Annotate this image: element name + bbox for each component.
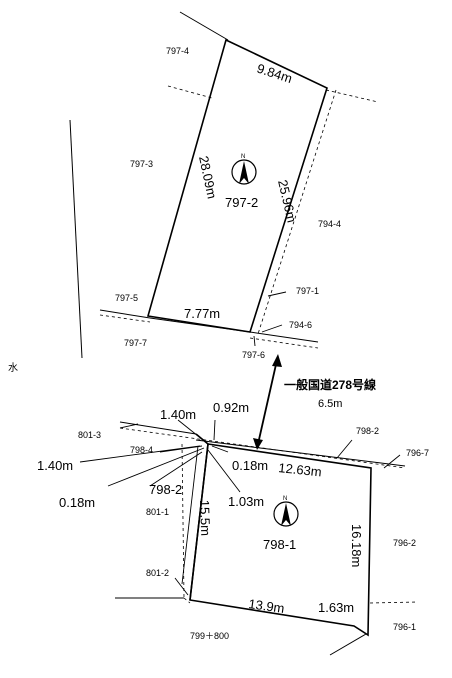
neighbor-label-794-6: 794-6 [289,320,312,330]
road-width-arrow [253,354,282,450]
neighbor-label-796-2: 796-2 [393,538,416,548]
svg-text:N: N [241,154,245,160]
neighbor-boundaries-upper [69,11,379,359]
dimension-1-40-left: 1.40m [37,458,73,473]
north-arrow-icon: N [231,154,257,185]
road-name: 一般国道278号線 [284,377,376,392]
dimension-16-18: 16.18m [349,524,364,567]
neighbor-label-798-2-top: 798-2 [356,426,379,436]
neighbor-label-797-5: 797-5 [115,293,138,303]
dimension-12-63: 12.63m [278,460,323,479]
water-label: 水 [8,362,18,374]
neighbor-label-797-3: 797-3 [130,159,153,169]
dimension-1-40-top: 1.40m [160,407,196,422]
dimension-0-18-left: 0.18m [59,495,95,510]
dimension-13-9: 13.9m [248,596,286,616]
dimension-0-18-right: 0.18m [232,458,268,473]
neighbor-label-797-1: 797-1 [296,286,319,296]
neighbor-label-801-2: 801-2 [146,568,169,578]
neighbor-label-801-3: 801-3 [78,430,101,440]
dimension-7-77: 7.77m [184,306,220,321]
neighbor-label-797-7: 797-7 [124,338,147,348]
dimension-9-84: 9.84m [255,61,294,86]
road-width: 6.5m [318,398,342,410]
north-arrow-icon-lower: N [273,496,299,527]
dimension-0-92: 0.92m [213,400,249,415]
svg-text:N: N [283,496,287,502]
neighbor-label-799-800: 799＋800 [190,631,229,641]
dimension-1-03: 1.03m [228,494,264,509]
neighbor-label-798-4: 798-4 [130,445,153,455]
neighbor-label-796-7: 796-7 [406,448,429,458]
parcel-label-798-1: 798-1 [263,537,296,552]
neighbor-label-801-1: 801-1 [146,507,169,517]
parcel-label-798-2: 798-2 [149,482,182,497]
dimension-1-63: 1.63m [318,600,354,615]
neighbor-label-797-6: 797-6 [242,350,265,360]
dimension-28-09: 28.09m [196,155,220,201]
dimension-15-5: 15.5m [197,500,213,537]
neighbor-label-794-4: 794-4 [318,219,341,229]
leader-lines [79,291,401,596]
parcel-label-797-2: 797-2 [225,195,258,210]
parcel-797-2-boundary [146,38,328,333]
parcel-797-2-offset-line [257,89,337,335]
neighbor-label-797-4: 797-4 [166,46,189,56]
neighbor-label-796-1: 796-1 [393,622,416,632]
